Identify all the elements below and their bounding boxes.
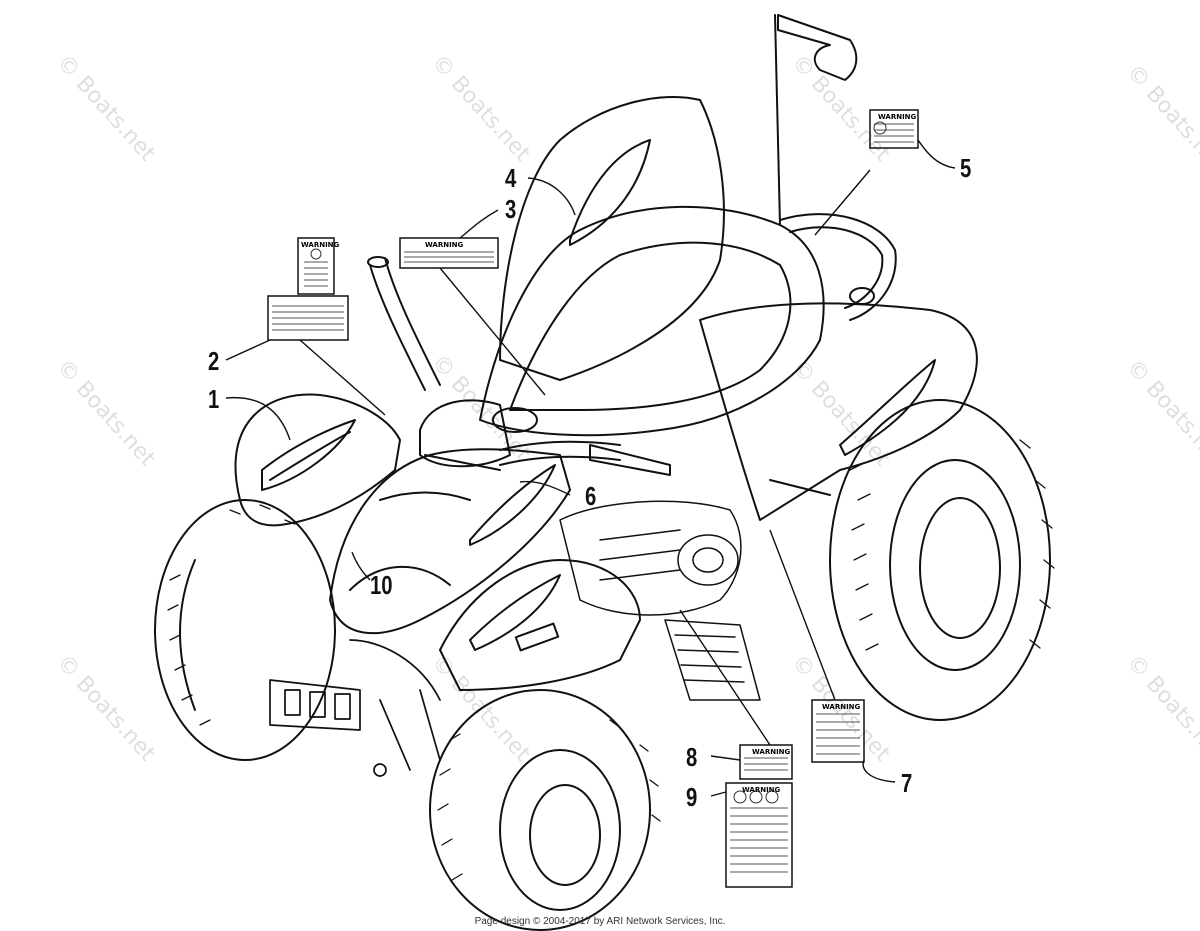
callout-9: 9 (686, 782, 698, 812)
decal-3-warning-strip (399, 237, 499, 269)
backrest (499, 96, 725, 381)
decal-3-header: WARNING (425, 241, 464, 249)
decal-7-warning-label (811, 699, 865, 763)
leader-8 (679, 609, 771, 761)
decal-5-header: WARNING (878, 113, 917, 121)
front-left-wheel (154, 499, 336, 761)
rear-fender (699, 287, 978, 521)
leader-4 (527, 177, 576, 216)
leader-5 (814, 139, 956, 236)
callout-7: 7 (901, 768, 913, 798)
leader-2 (225, 339, 386, 416)
callout-3: 3 (505, 194, 517, 224)
callout-1: 1 (208, 384, 220, 414)
page-footer: Page design © 2004-2017 by ARI Network S… (474, 916, 726, 927)
rear-right-wheel (829, 399, 1055, 721)
front-hood (329, 448, 571, 652)
leader-10 (351, 551, 371, 581)
leader-3 (439, 209, 546, 396)
callout-5: 5 (960, 153, 972, 183)
callout-10: 10 (370, 570, 393, 600)
decal-9-warning-label (725, 782, 793, 888)
callout-2: 2 (208, 346, 220, 376)
decal-1-warning-label (297, 237, 335, 295)
decal-8-header: WARNING (752, 748, 791, 756)
decal-8-warning-label (739, 744, 793, 780)
decal-9-header: WARNING (742, 786, 781, 794)
leader-1 (225, 396, 291, 441)
callout-4: 4 (505, 163, 517, 193)
front-frame (269, 639, 441, 777)
front-right-fender (439, 559, 641, 691)
front-right-wheel (429, 689, 661, 931)
engine (559, 500, 742, 616)
front-left-fender (234, 393, 401, 527)
leader-6 (519, 480, 571, 496)
leader-9 (710, 791, 727, 797)
decal-7-header: WARNING (822, 703, 861, 711)
handlebar (367, 256, 671, 476)
seat (479, 205, 825, 437)
decal-1-header: WARNING (301, 241, 340, 249)
callout-6: 6 (585, 481, 597, 511)
callout-8: 8 (686, 742, 698, 772)
leader-7 (769, 529, 896, 783)
safety-flag (774, 14, 858, 226)
